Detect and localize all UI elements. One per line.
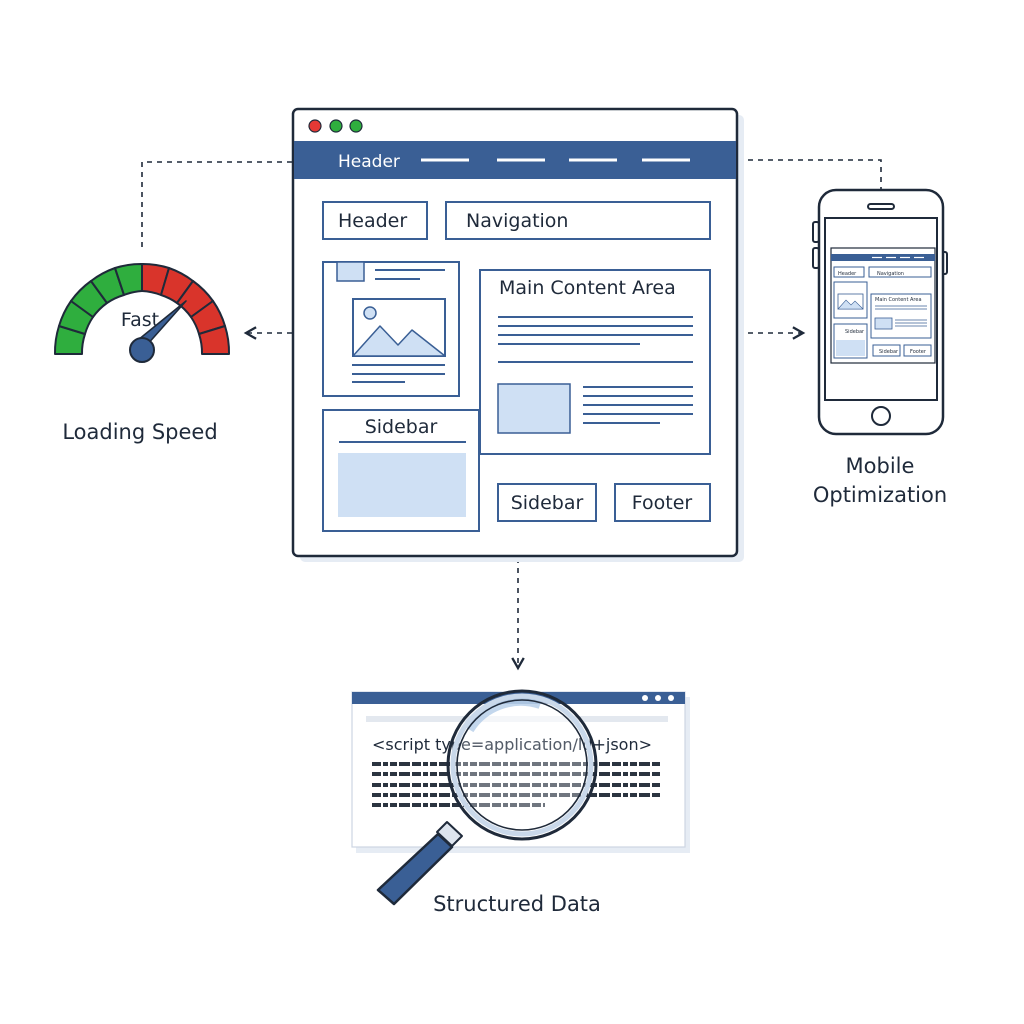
gauge-label: Fast xyxy=(121,309,159,331)
magnifier-handle xyxy=(376,832,454,906)
gauge-hub xyxy=(129,337,155,363)
mobile-sidebar2-label: Sidebar xyxy=(879,349,899,355)
mobile-header-box xyxy=(833,266,865,278)
mobile-footer-label: Footer xyxy=(910,349,927,355)
mobile-main-content xyxy=(870,293,932,339)
image-placeholder-icon xyxy=(352,298,446,357)
phone-home-button[interactable] xyxy=(871,406,891,426)
mobile-caption-line2: Optimization xyxy=(812,483,948,507)
browser-window: Header Header Navigation xyxy=(291,107,744,562)
structured-data-caption: Structured Data xyxy=(433,892,601,916)
mobile-header-label: Header xyxy=(838,271,857,277)
mobile-navigation-label: Navigation xyxy=(877,271,904,277)
gauge-segment-red-5 xyxy=(198,325,231,355)
mobile-sidebar-label: Sidebar xyxy=(845,329,865,335)
image-card-thumb xyxy=(336,261,365,282)
mobile-optimization-caption: Mobile Optimization xyxy=(780,452,980,510)
window-dot-red[interactable] xyxy=(308,119,322,133)
header-box xyxy=(322,201,428,240)
mobile-caption-line1: Mobile xyxy=(845,454,915,478)
main-content-image xyxy=(497,383,571,434)
mobile-sidebar2-box xyxy=(872,344,901,357)
navigation-box xyxy=(445,201,711,240)
image-card-text-lines xyxy=(352,269,445,383)
magnifier-icon: <script type=application/ld+json> xyxy=(372,689,652,906)
main-content-label: Main Content Area xyxy=(499,277,676,299)
code-card-dot xyxy=(655,695,661,701)
sidebar-left-label: Sidebar xyxy=(365,416,438,438)
mobile-footer-box xyxy=(903,344,932,357)
connector-to-gauge-top xyxy=(141,161,292,248)
connector-to-mobile-top xyxy=(738,159,882,190)
sidebar-small-label: Sidebar xyxy=(511,492,584,514)
connectors xyxy=(141,159,882,671)
code-card-dot xyxy=(668,695,674,701)
sidebar-small-box xyxy=(497,483,597,522)
header-box-label: Header xyxy=(338,210,407,232)
sidebar-left-fill xyxy=(338,453,466,517)
navigation-label: Navigation xyxy=(466,210,568,232)
mobile-main-content-label: Main Content Area xyxy=(875,297,922,303)
mobile-header-bar xyxy=(831,254,935,261)
browser-header-label: Header xyxy=(338,152,400,172)
window-dot-green-1[interactable] xyxy=(329,119,343,133)
code-card-dot xyxy=(642,695,648,701)
phone-speaker xyxy=(867,203,895,210)
mobile-phone: Header Navigation Main Content Area Side… xyxy=(812,188,948,436)
main-content-text-lines xyxy=(498,316,693,424)
svg-text:<script type=application/ld+js: <script type=application/ld+json> xyxy=(372,735,652,754)
mobile-navigation-box xyxy=(868,266,932,278)
footer-label: Footer xyxy=(632,492,693,514)
speed-gauge: Fast xyxy=(53,262,231,363)
footer-box xyxy=(614,483,711,522)
loading-speed-caption: Loading Speed xyxy=(62,420,218,444)
window-dot-green-2[interactable] xyxy=(349,119,363,133)
